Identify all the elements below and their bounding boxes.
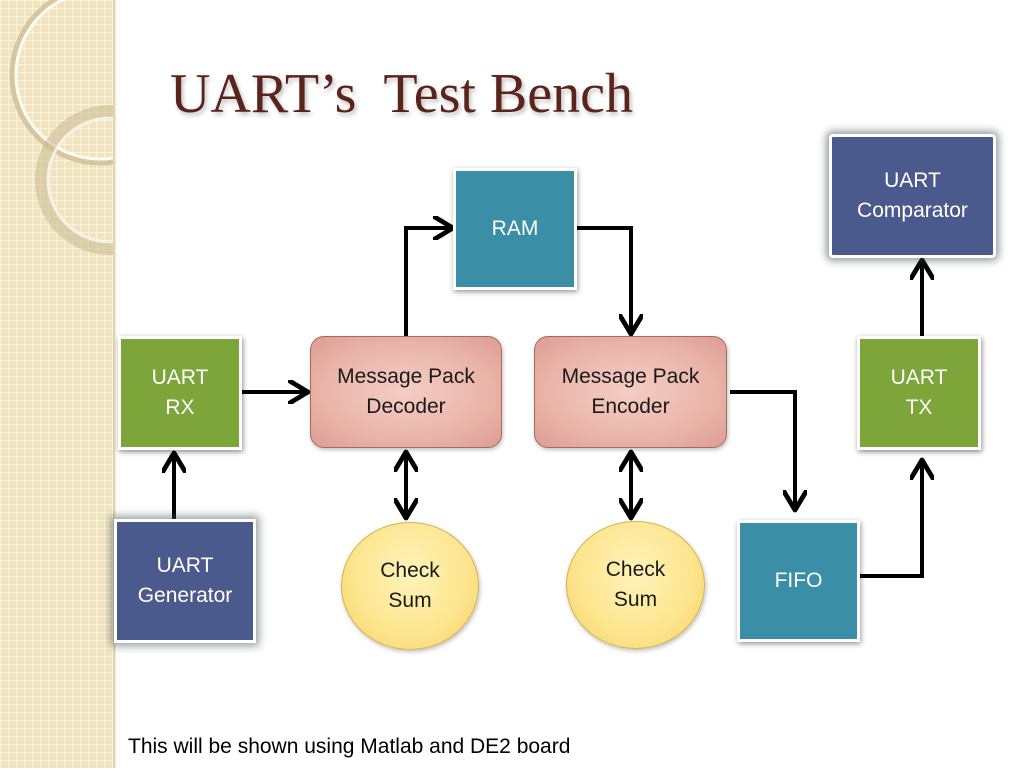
uart-rx-block: UART RX [118, 336, 242, 450]
message-pack-encoder-block: Message Pack Encoder [534, 336, 727, 448]
arrow-ram-to-encoder [576, 226, 631, 334]
sidebar-edge [113, 0, 116, 768]
decorative-sidebar [0, 0, 191, 768]
uart-tx-block: UART TX [857, 336, 981, 450]
fifo-block: FIFO [737, 520, 860, 642]
slide-title: UART’s Test Bench [170, 63, 633, 125]
arrow-fifo-to-tx [860, 460, 922, 578]
ram-block: RAM [453, 168, 577, 290]
checksum-decoder-circle: Check Sum [341, 522, 479, 650]
footnote-text: This will be shown using Matlab and DE2 … [128, 735, 571, 758]
checksum-encoder-circle: Check Sum [566, 521, 705, 649]
uart-generator-block: UART Generator [114, 519, 256, 643]
uart-comparator-block: UART Comparator [829, 134, 996, 258]
message-pack-decoder-block: Message Pack Decoder [310, 336, 502, 448]
arrow-encoder-to-fifo [730, 390, 795, 510]
arrow-decoder-to-ram [404, 228, 453, 336]
